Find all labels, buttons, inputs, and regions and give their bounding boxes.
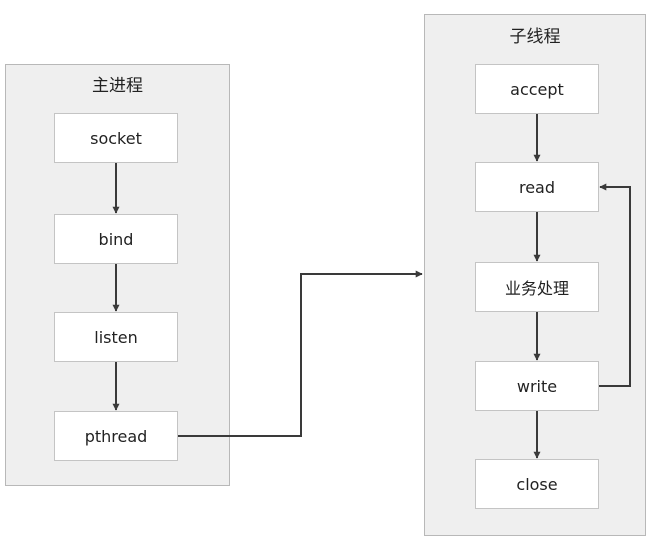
node-write: write [475, 361, 599, 411]
node-accept: accept [475, 64, 599, 114]
node-listen: listen [54, 312, 178, 362]
arrow-write-loop-to-read [599, 183, 631, 387]
child-thread-panel: 子线程 [424, 14, 646, 536]
main-process-title: 主进程 [92, 76, 143, 96]
child-thread-title: 子线程 [509, 27, 561, 47]
node-read: read [475, 162, 599, 212]
node-pthread: pthread [54, 411, 178, 461]
node-close: close [475, 459, 599, 509]
arrow-pthread-to-child-thread [178, 270, 423, 437]
node-business-processing: 业务处理 [475, 262, 599, 312]
node-bind: bind [54, 214, 178, 264]
node-socket: socket [54, 113, 178, 163]
